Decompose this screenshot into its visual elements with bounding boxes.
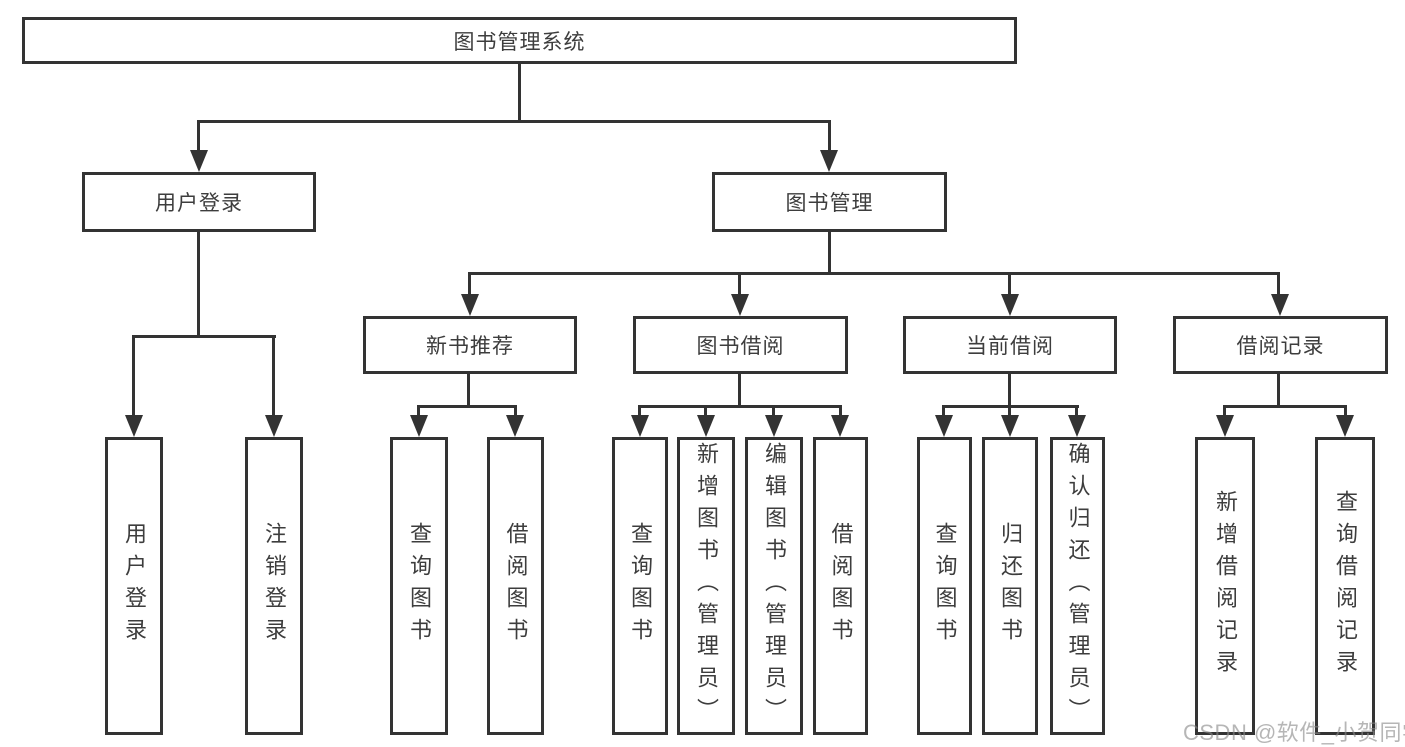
- leaf-search-borrow-record-label: 查询借阅记录: [1333, 490, 1358, 682]
- connector-level2-branch: [197, 120, 831, 123]
- leaf-logout: 注销登录: [245, 437, 303, 735]
- leaf-search-books-2: 查询图书: [612, 437, 668, 735]
- node-current-borrowing: 当前借阅: [903, 316, 1117, 374]
- leaf-edit-books-admin-label: 编辑图书（管理员）: [762, 442, 787, 730]
- connector-user-login-branch: [132, 335, 276, 338]
- connector-drop-new-book: [468, 272, 471, 298]
- arrow-down-icon: [265, 415, 283, 437]
- connector-drop-borrow-record: [1277, 272, 1280, 298]
- leaf-user-login-label: 用户登录: [122, 522, 147, 650]
- arrow-down-icon: [461, 294, 479, 316]
- arrow-down-icon: [125, 415, 143, 437]
- connector-user-login-stem: [197, 232, 200, 338]
- leaf-add-borrow-record: 新增借阅记录: [1195, 437, 1255, 735]
- leaf-search-borrow-record: 查询借阅记录: [1315, 437, 1375, 735]
- connector-book-borrow-branch: [638, 405, 842, 408]
- arrow-down-icon: [1001, 294, 1019, 316]
- connector-drop-leaf: [514, 405, 517, 419]
- connector-level3-branch: [468, 272, 1280, 275]
- arrow-down-icon: [935, 415, 953, 437]
- connector-book-mgmt-stem: [828, 232, 831, 275]
- connector-drop-book-mgmt: [828, 120, 831, 154]
- node-borrowing-records: 借阅记录: [1173, 316, 1388, 374]
- leaf-search-books-3: 查询图书: [917, 437, 972, 735]
- arrow-down-icon: [831, 415, 849, 437]
- connector-drop-user-login: [197, 120, 200, 154]
- connector-new-book-stem: [467, 374, 470, 408]
- node-new-book-recommend-label: 新书推荐: [426, 335, 514, 358]
- leaf-add-borrow-record-label: 新增借阅记录: [1213, 490, 1238, 682]
- connector-current-borrow-stem: [1008, 374, 1011, 408]
- arrow-down-icon: [1271, 294, 1289, 316]
- arrow-down-icon: [820, 150, 838, 172]
- connector-drop-logout-leaf: [272, 335, 275, 419]
- connector-book-borrow-stem: [738, 374, 741, 408]
- connector-drop-leaf: [839, 405, 842, 419]
- connector-drop-leaf: [1008, 405, 1011, 419]
- leaf-user-login: 用户登录: [105, 437, 163, 735]
- node-new-book-recommend: 新书推荐: [363, 316, 577, 374]
- leaf-edit-books-admin: 编辑图书（管理员）: [745, 437, 803, 735]
- leaf-search-books-3-label: 查询图书: [932, 522, 958, 650]
- leaf-search-books-1: 查询图书: [390, 437, 448, 735]
- connector-drop-leaf: [942, 405, 945, 419]
- node-user-login: 用户登录: [82, 172, 316, 232]
- arrow-down-icon: [1001, 415, 1019, 437]
- connector-drop-leaf: [1344, 405, 1347, 419]
- node-book-management: 图书管理: [712, 172, 947, 232]
- leaf-borrow-books-2: 借阅图书: [813, 437, 868, 735]
- leaf-borrow-books-1-label: 借阅图书: [503, 522, 529, 650]
- node-root: 图书管理系统: [22, 17, 1017, 64]
- connector-drop-leaf: [638, 405, 641, 419]
- leaf-return-books-label: 归还图书: [998, 522, 1023, 650]
- arrow-down-icon: [731, 294, 749, 316]
- connector-drop-book-borrow: [738, 272, 741, 298]
- connector-new-book-branch: [417, 405, 517, 408]
- connector-drop-leaf: [1223, 405, 1226, 419]
- csdn-watermark: CSDN @软件_小贺同学: [1183, 720, 1405, 745]
- connector-drop-current-borrow: [1008, 272, 1011, 298]
- arrow-down-icon: [410, 415, 428, 437]
- arrow-down-icon: [1336, 415, 1354, 437]
- connector-drop-login-leaf: [132, 335, 135, 419]
- node-user-login-label: 用户登录: [155, 192, 243, 215]
- connector-borrow-record-branch: [1223, 405, 1347, 408]
- connector-drop-leaf: [1075, 405, 1078, 419]
- leaf-search-books-1-label: 查询图书: [407, 522, 432, 650]
- leaf-return-books: 归还图书: [982, 437, 1038, 735]
- leaf-add-books-admin: 新增图书（管理员）: [677, 437, 735, 735]
- connector-borrow-record-stem: [1277, 374, 1280, 408]
- leaf-borrow-books-1: 借阅图书: [487, 437, 544, 735]
- node-borrowing-records-label: 借阅记录: [1236, 335, 1325, 358]
- leaf-confirm-return-admin: 确认归还（管理员）: [1050, 437, 1105, 735]
- connector-drop-leaf: [704, 405, 707, 419]
- node-book-management-label: 图书管理: [785, 192, 874, 215]
- node-book-borrowing: 图书借阅: [633, 316, 848, 374]
- arrow-down-icon: [697, 415, 715, 437]
- connector-drop-leaf: [417, 405, 420, 419]
- arrow-down-icon: [631, 415, 649, 437]
- arrow-down-icon: [1068, 415, 1086, 437]
- node-current-borrowing-label: 当前借阅: [966, 335, 1054, 358]
- leaf-add-books-admin-label: 新增图书（管理员）: [694, 442, 719, 730]
- arrow-down-icon: [190, 150, 208, 172]
- leaf-borrow-books-2-label: 借阅图书: [828, 522, 854, 650]
- connector-root-stem: [518, 62, 521, 122]
- arrow-down-icon: [765, 415, 783, 437]
- arrow-down-icon: [1216, 415, 1234, 437]
- leaf-confirm-return-admin-label: 确认归还（管理员）: [1065, 442, 1091, 730]
- leaf-logout-label: 注销登录: [262, 522, 287, 650]
- connector-drop-leaf: [772, 405, 775, 419]
- node-root-label: 图书管理系统: [453, 30, 586, 54]
- leaf-search-books-2-label: 查询图书: [628, 522, 653, 650]
- node-book-borrowing-label: 图书借阅: [696, 335, 785, 358]
- arrow-down-icon: [506, 415, 524, 437]
